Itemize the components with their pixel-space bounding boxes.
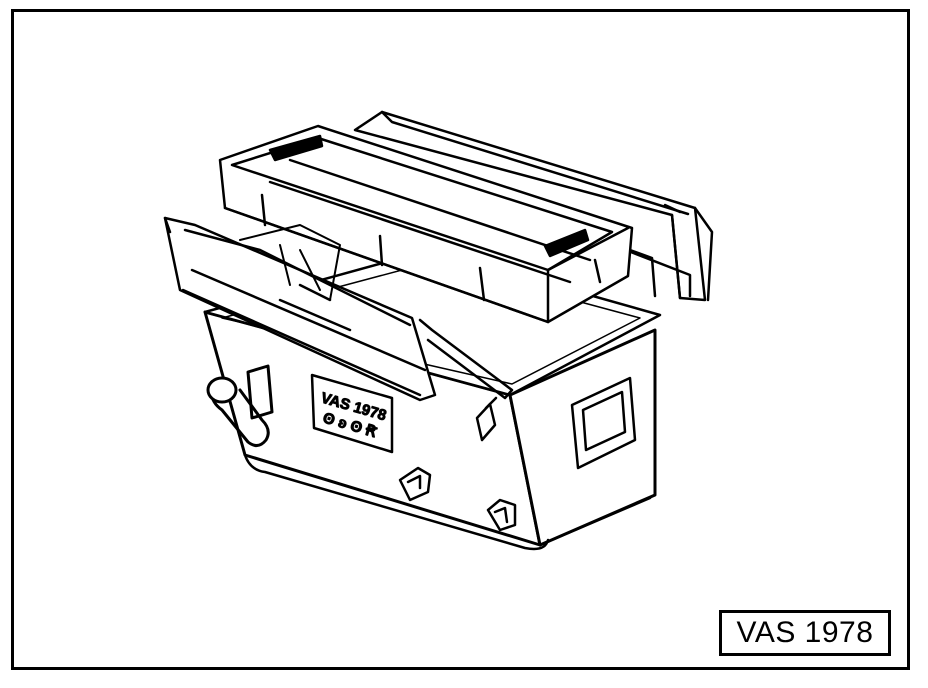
end-handle — [570, 376, 637, 470]
front-clips — [398, 396, 517, 532]
inner-compartments — [239, 224, 341, 301]
upper-tray — [218, 124, 634, 324]
front-lid — [163, 216, 514, 402]
figure-label-box: VAS 1978 — [719, 610, 891, 656]
nameplate: VAS 1978 ʘ ʚ ʘ Ꞧ — [310, 373, 394, 454]
figure-label: VAS 1978 — [736, 616, 874, 649]
back-lid — [353, 110, 714, 302]
latch-knob — [206, 364, 274, 447]
